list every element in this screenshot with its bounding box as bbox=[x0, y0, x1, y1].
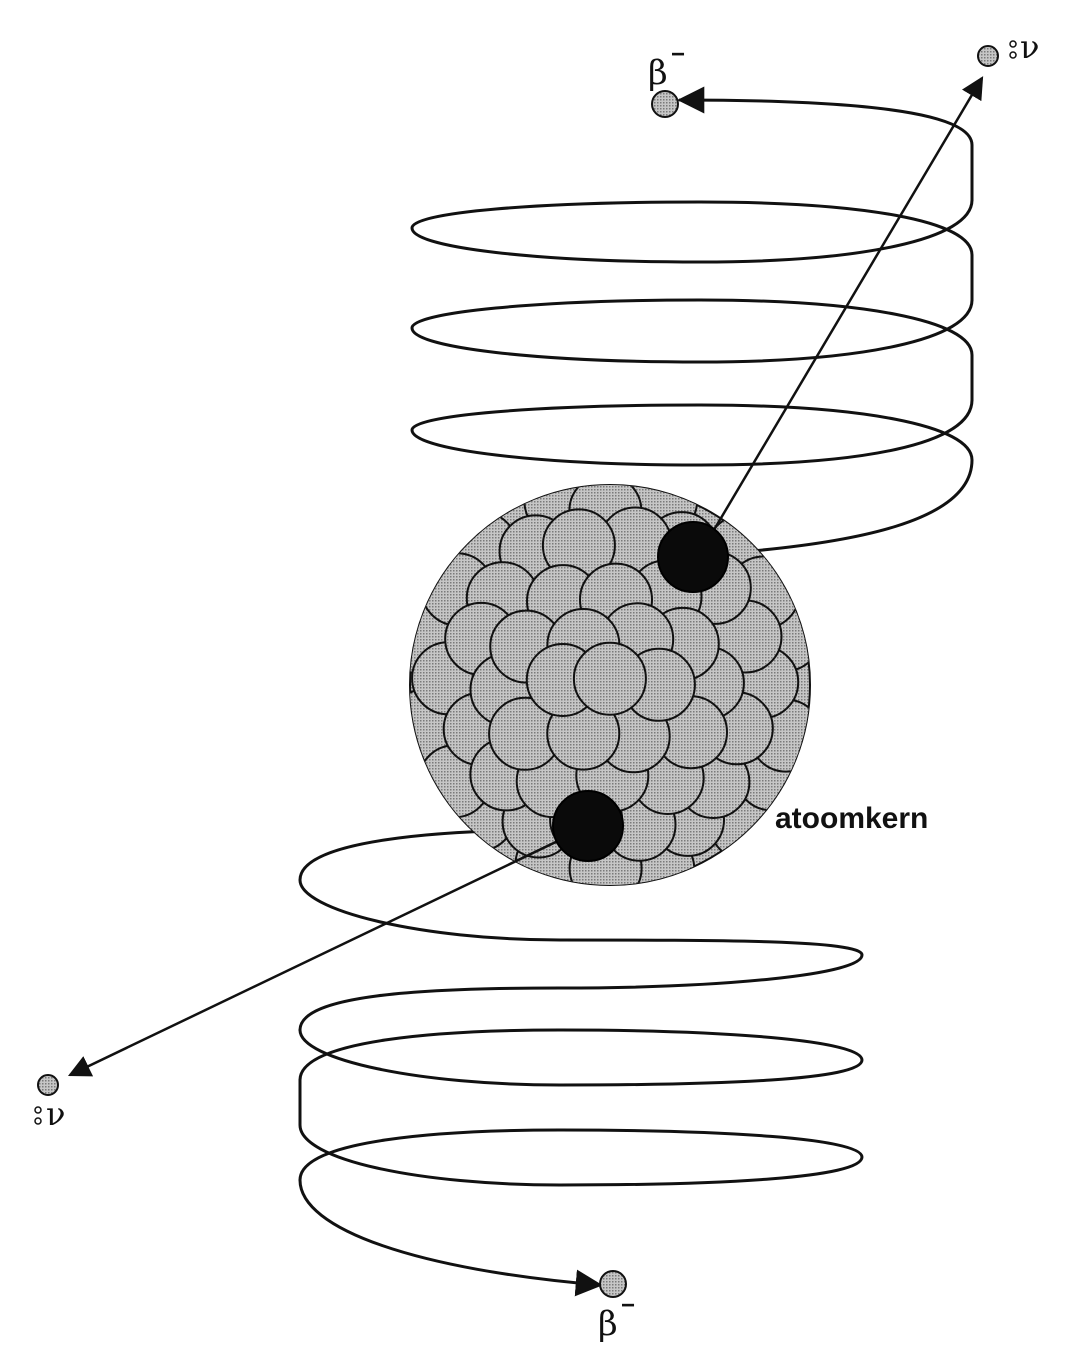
emitting-neutron-bottom bbox=[552, 790, 624, 862]
antineutrino-bar-dot bbox=[1009, 51, 1017, 59]
neutrino-label-bottom: ν bbox=[46, 1095, 65, 1133]
nucleus-label: atoomkern bbox=[775, 802, 928, 835]
beta-label-top: β bbox=[648, 53, 668, 93]
neutrino-track-top bbox=[703, 76, 984, 546]
beta-particle-icon-top bbox=[651, 90, 679, 118]
antineutrino-bar-dot bbox=[34, 1117, 42, 1125]
antineutrino-icon-bottom bbox=[37, 1074, 59, 1096]
lower-electron-spiral bbox=[298, 828, 864, 1297]
upper-electron-spiral bbox=[410, 86, 974, 557]
emitting-neutron-top bbox=[657, 521, 729, 593]
antineutrino-bar-dot bbox=[34, 1106, 42, 1114]
beta-charge-bottom: − bbox=[621, 1292, 635, 1319]
neutrino-label-top: ν bbox=[1020, 28, 1039, 66]
beta-label-bottom: β bbox=[598, 1304, 618, 1344]
beta-particle-icon-bottom bbox=[599, 1270, 627, 1298]
beta-charge-top: − bbox=[671, 41, 685, 68]
antineutrino-icon-top bbox=[977, 45, 999, 67]
neutrino-track-bottom bbox=[67, 826, 586, 1077]
nucleon bbox=[572, 641, 647, 716]
antineutrino-bar-dot bbox=[1009, 40, 1017, 48]
